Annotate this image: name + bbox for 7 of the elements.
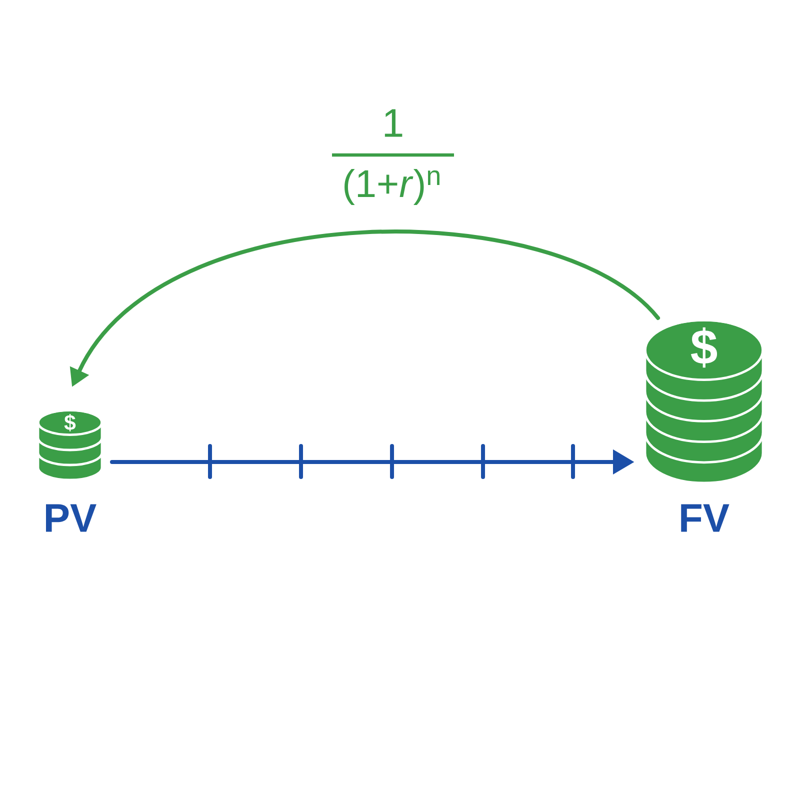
node-label: FV [681,504,730,532]
coin-stack: $ [36,408,104,482]
edge-label: 1 [380,108,406,138]
coin-stack: $ [644,318,764,484]
node-label: $ [690,327,718,368]
formula-denominator: (1+r)$^{n}$ [344,168,440,205]
node-label: PV [46,504,96,532]
